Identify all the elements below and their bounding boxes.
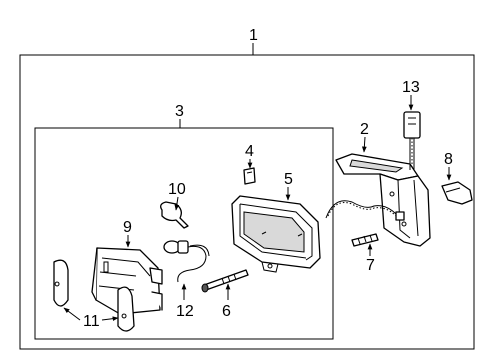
callout-7: 7 (366, 257, 375, 274)
adjusting-screw-part-6 (201, 269, 249, 293)
callout-11: 11 (83, 313, 100, 330)
callout-4: 4 (245, 143, 254, 160)
bolt-part-7 (351, 233, 379, 247)
mounting-bracket-part-5 (231, 195, 321, 273)
callout-1: 1 (249, 27, 258, 44)
lens-part-11 (53, 259, 135, 332)
leader-11-left (63, 307, 81, 321)
outer-assembly-frame (19, 54, 475, 350)
connector-part-13 (403, 111, 421, 170)
clip-part-8 (441, 181, 473, 205)
callout-5: 5 (284, 171, 293, 188)
inner-assembly-frame (34, 127, 334, 340)
callout-2: 2 (360, 121, 369, 138)
leader-10 (174, 196, 180, 211)
callout-13: 13 (402, 79, 420, 96)
wire-harness (325, 200, 405, 221)
callout-3: 3 (175, 103, 184, 120)
callout-9: 9 (123, 219, 132, 236)
callout-6: 6 (222, 303, 231, 320)
bulb-socket-part-12 (163, 240, 210, 283)
clip-part-10 (160, 201, 189, 229)
callout-10: 10 (168, 181, 186, 198)
leader-2 (361, 136, 367, 153)
callout-12: 12 (176, 303, 194, 320)
callout-8: 8 (444, 151, 453, 168)
retainer-part-4 (243, 167, 256, 185)
leader-11-right (101, 316, 119, 322)
bracket-part-2 (335, 153, 431, 247)
